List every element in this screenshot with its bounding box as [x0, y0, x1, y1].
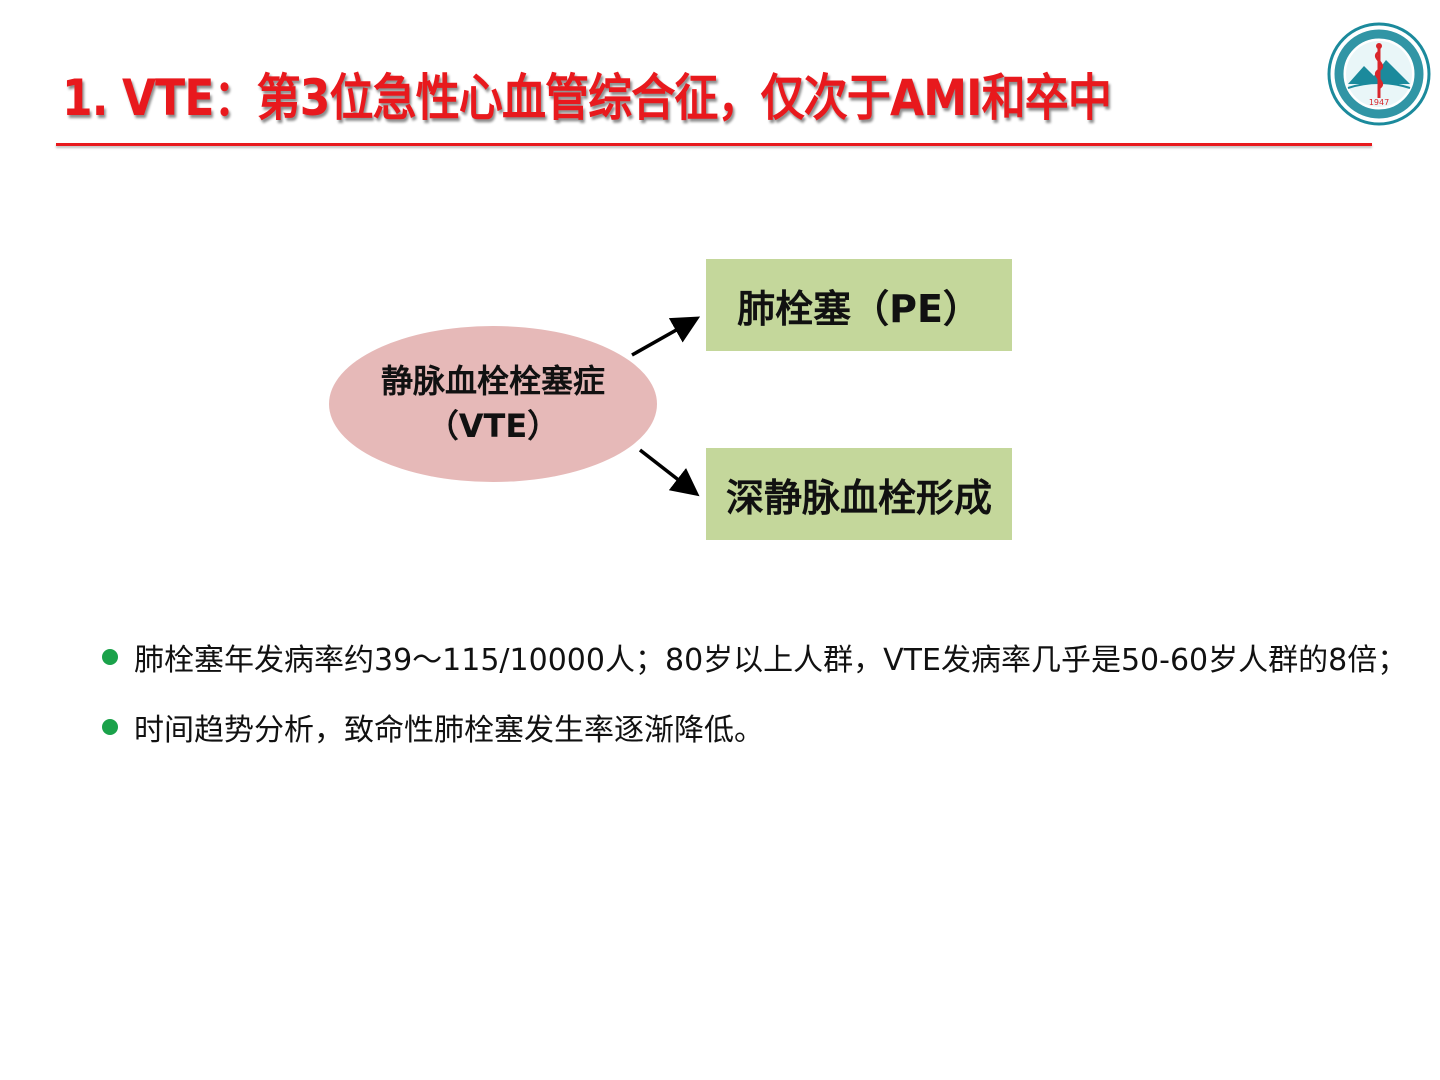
hospital-seal-icon: 1947 — [1327, 22, 1431, 126]
dvt-label: 深静脉血栓形成 — [725, 475, 992, 520]
vte-label-line2: （VTE） — [426, 407, 560, 445]
bullet-dot-icon — [102, 719, 118, 735]
bullet-dot-icon — [102, 649, 118, 665]
arrow-to-pe — [631, 316, 701, 357]
hospital-logo: 1947 — [1326, 4, 1432, 138]
bullet-text: 时间趋势分析，致命性肺栓塞发生率逐渐降低。 — [134, 713, 764, 748]
pe-label: 肺栓塞（PE） — [737, 286, 981, 331]
vte-ellipse: 静脉血栓栓塞症 （VTE） — [329, 326, 657, 482]
pe-box: 肺栓塞（PE） — [706, 259, 1012, 351]
title-divider — [56, 143, 1372, 146]
bullet-item-trend: 时间趋势分析，致命性肺栓塞发生率逐渐降低。 — [102, 692, 1407, 762]
vte-label-line1: 静脉血栓栓塞症 — [380, 362, 605, 401]
dvt-box: 深静脉血栓形成 — [706, 448, 1012, 540]
bullet-item-incidence: 肺栓塞年发病率约39～115/10000人；80岁以上人群，VTE发病率几乎是5… — [102, 622, 1407, 692]
slide-title: 1. VTE：第3位急性心血管综合征，仅次于AMI和卒中 — [62, 69, 1112, 127]
logo-year: 1947 — [1369, 98, 1389, 107]
bullet-list: 肺栓塞年发病率约39～115/10000人；80岁以上人群，VTE发病率几乎是5… — [102, 622, 1407, 762]
arrow-to-dvt — [638, 448, 700, 497]
bullet-text: 肺栓塞年发病率约39～115/10000人；80岁以上人群，VTE发病率几乎是5… — [134, 643, 1408, 678]
